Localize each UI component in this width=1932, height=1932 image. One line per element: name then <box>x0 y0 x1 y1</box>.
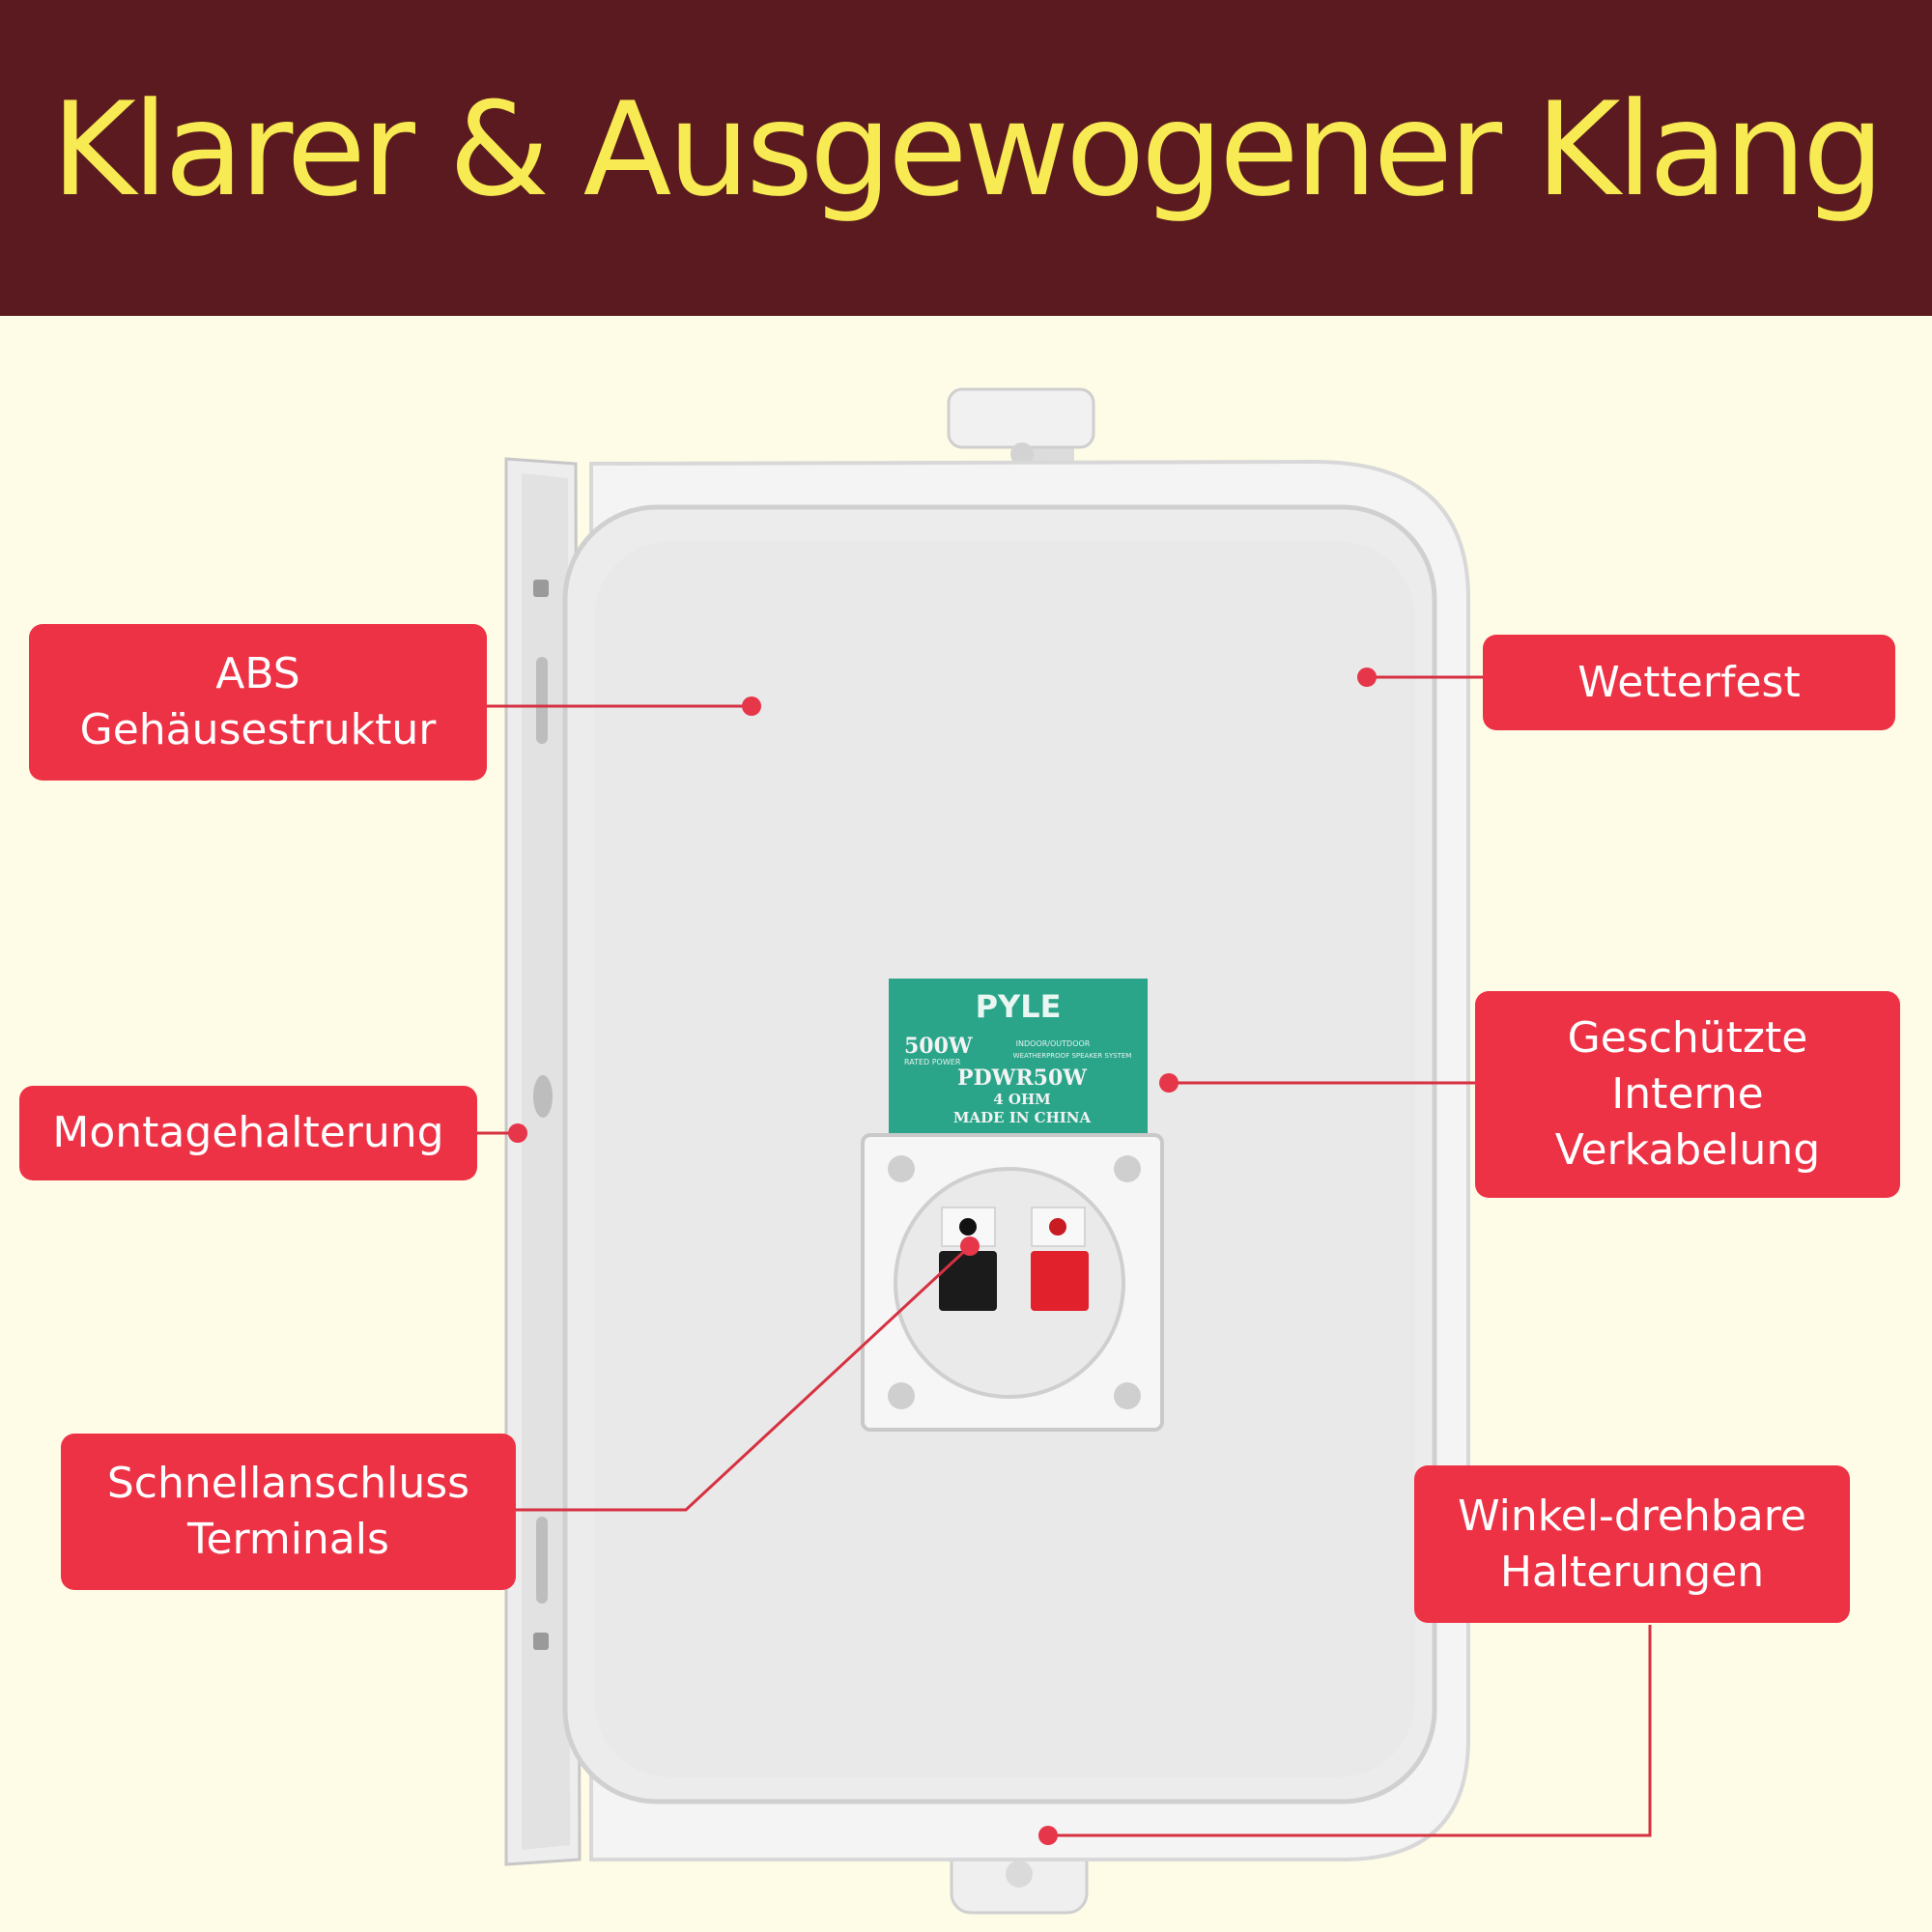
label-power: 500W <box>904 1034 973 1059</box>
red-terminal <box>1031 1251 1089 1311</box>
callout-verkabelung: Geschützte Interne Verkabelung <box>1475 991 1900 1198</box>
callout-halterungen-line2: Halterungen <box>1499 1547 1765 1597</box>
black-terminal <box>939 1251 997 1311</box>
label-model: PDWR50W <box>957 1065 1087 1091</box>
mounting-bracket <box>504 457 582 1866</box>
screw-icon <box>888 1155 915 1182</box>
label-impedance: 4 OHM <box>993 1091 1051 1108</box>
label-power-sub: RATED POWER <box>904 1058 961 1066</box>
label-type-line1: INDOOR/OUTDOOR <box>1016 1039 1091 1048</box>
terminal-cup <box>861 1133 1164 1432</box>
callout-halterungen-line1: Winkel-drehbare <box>1458 1491 1806 1541</box>
callout-abs-line1: ABS <box>215 649 300 698</box>
halterungen-marker <box>1038 1826 1058 1845</box>
callout-verkabelung-line1: Geschützte <box>1567 1013 1808 1063</box>
callout-wetterfest: Wetterfest <box>1483 635 1895 730</box>
top-pivot-knob <box>947 387 1095 469</box>
callout-abs: ABS Gehäusestruktur <box>29 624 487 781</box>
terminals-marker <box>960 1236 980 1256</box>
label-type-line2: WEATHERPROOF SPEAKER SYSTEM <box>1013 1052 1132 1060</box>
product-label: PYLE 500W RATED POWER INDOOR/OUTDOOR WEA… <box>889 979 1148 1133</box>
screw-icon <box>1114 1382 1141 1409</box>
screw-icon <box>888 1382 915 1409</box>
verkabelung-marker <box>1159 1073 1179 1093</box>
callout-halterungen: Winkel-drehbare Halterungen <box>1414 1465 1850 1623</box>
callout-verkabelung-line3: Verkabelung <box>1554 1125 1821 1175</box>
callout-terminals: Schnellanschluss Terminals <box>61 1434 516 1590</box>
callout-terminals-line1: Schnellanschluss <box>106 1459 470 1508</box>
title-banner <box>0 0 1932 316</box>
label-origin: MADE IN CHINA <box>953 1109 1092 1126</box>
abs-marker <box>742 696 761 716</box>
callout-verkabelung-line2: Interne <box>1611 1069 1764 1119</box>
callout-wetterfest-line1: Wetterfest <box>1577 657 1801 707</box>
label-brand: PYLE <box>976 988 1062 1025</box>
callout-montagehalterung: Montagehalterung <box>19 1086 477 1180</box>
callout-montagehalterung-line1: Montagehalterung <box>52 1108 444 1157</box>
callout-terminals-line2: Terminals <box>187 1515 389 1564</box>
screw-icon <box>1114 1155 1141 1182</box>
callout-abs-line2: Gehäusestruktur <box>79 705 437 754</box>
headline: Klarer & Ausgewogener Klang <box>51 74 1885 225</box>
montage-marker <box>508 1123 527 1143</box>
wetterfest-marker <box>1357 668 1377 687</box>
